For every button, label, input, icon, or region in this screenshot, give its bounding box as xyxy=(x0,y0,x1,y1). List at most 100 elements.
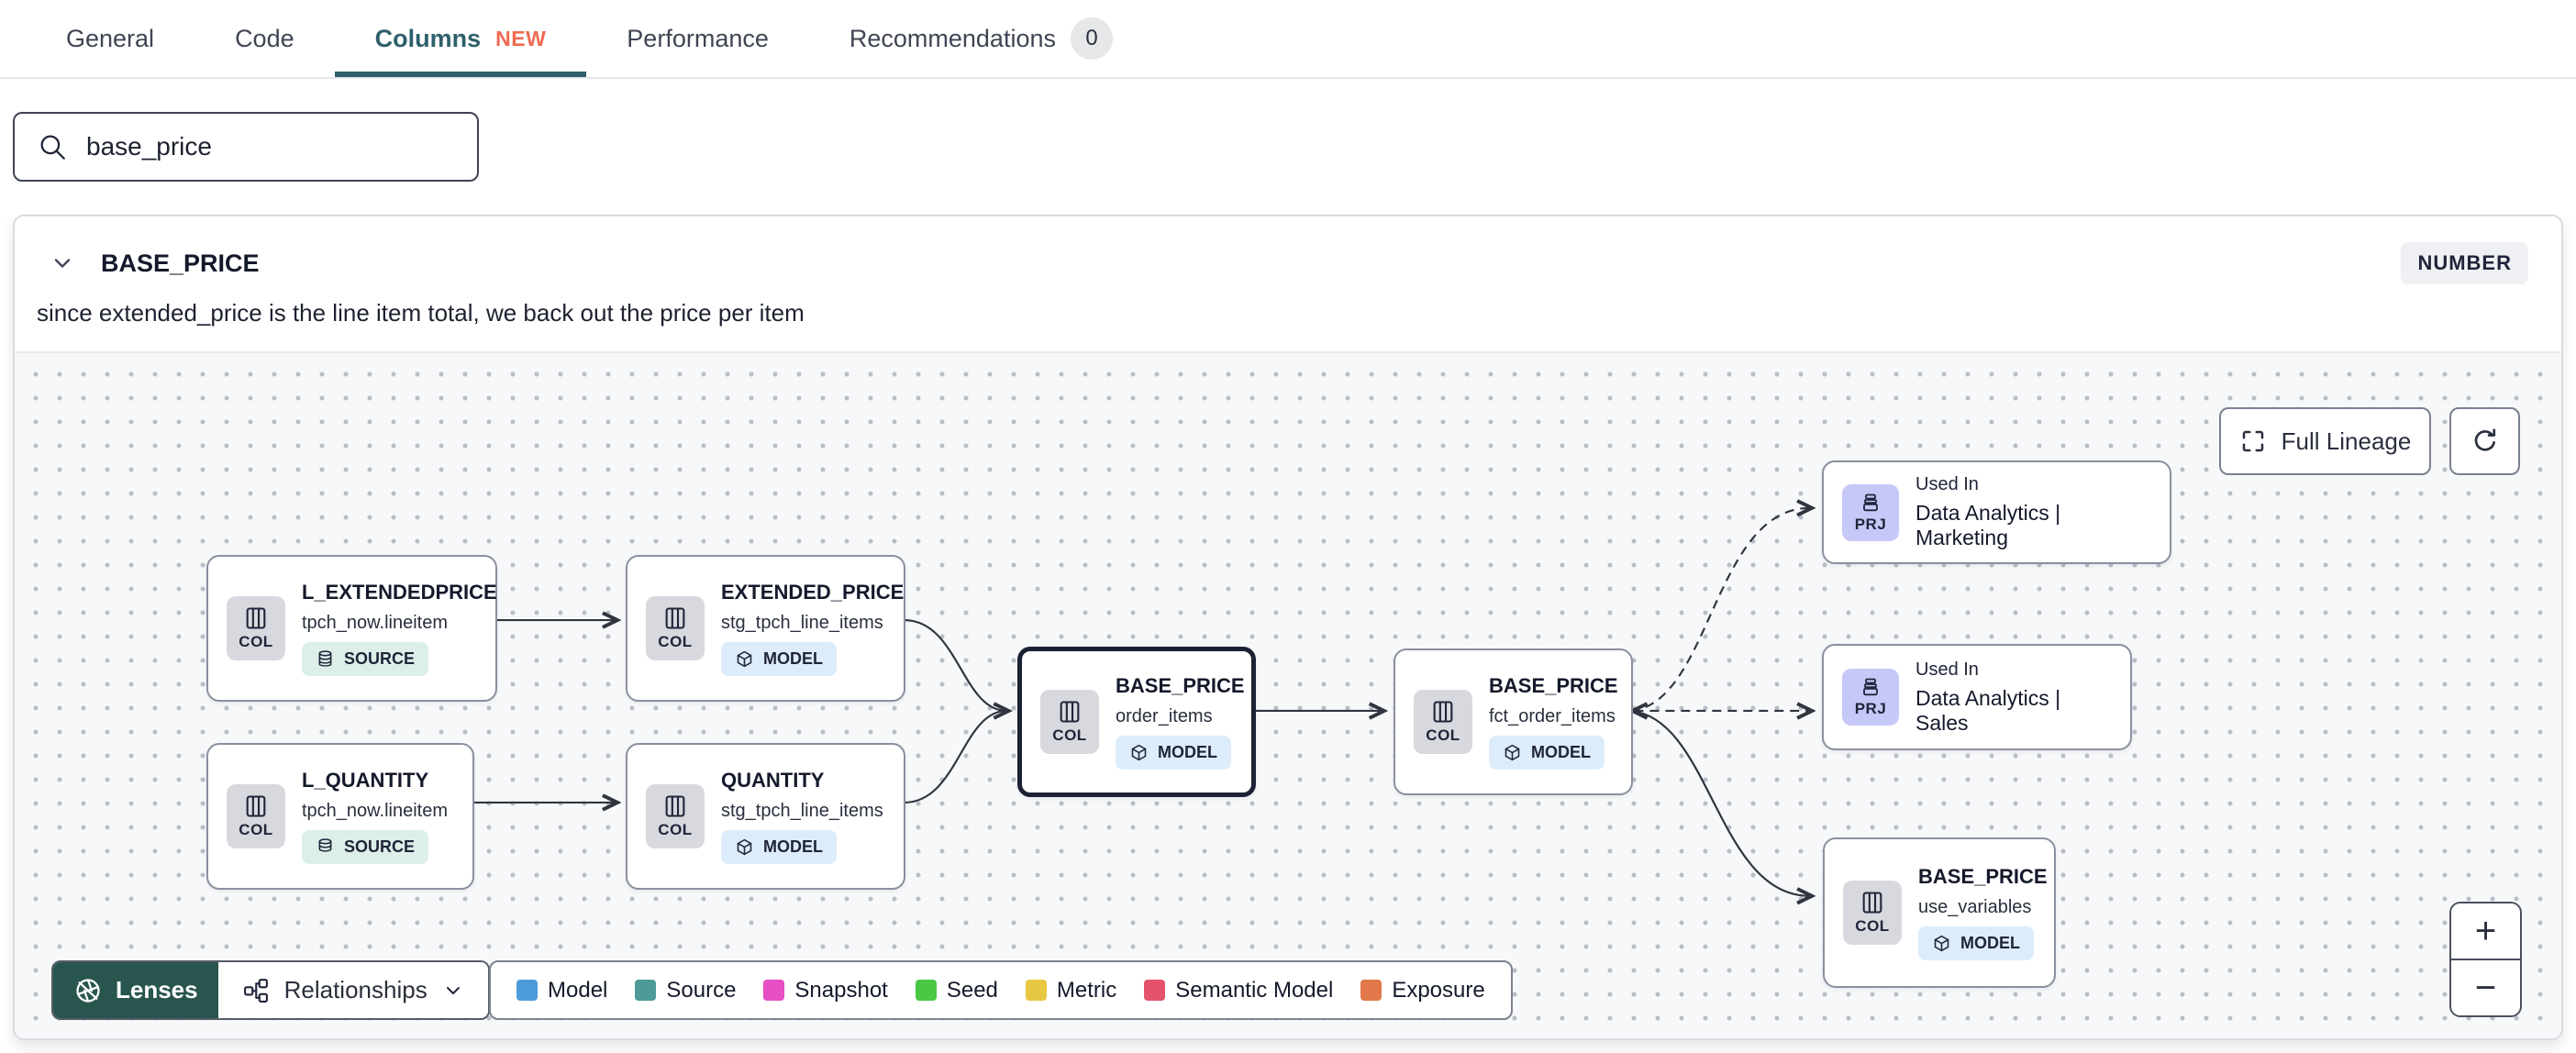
node-title: L_QUANTITY xyxy=(302,769,429,792)
cube-icon xyxy=(1934,935,1949,952)
legend-swatch xyxy=(1144,980,1166,1001)
tab-label: Performance xyxy=(627,24,769,52)
tab-label: Columns xyxy=(374,24,482,52)
tab-general[interactable]: General xyxy=(26,0,194,77)
database-icon xyxy=(318,650,332,667)
project-icon-badge: PRJ xyxy=(1842,669,1899,726)
legend-item-source: Source xyxy=(635,978,736,1003)
tab-recommendations[interactable]: Recommendations 0 xyxy=(809,0,1153,77)
columns-icon xyxy=(1862,892,1882,914)
column-name: BASE_PRICE xyxy=(101,249,260,277)
lineage-node-used-in-marketing[interactable]: PRJ Used In Data Analytics | Marketing xyxy=(1822,460,2171,564)
node-subtitle: use_variables xyxy=(1918,897,2032,917)
column-icon-badge: COL xyxy=(646,784,705,848)
tab-label: Code xyxy=(235,24,294,52)
node-subtitle: tpch_now.lineitem xyxy=(302,801,448,821)
node-subtitle: stg_tpch_line_items xyxy=(721,801,883,821)
lineage-canvas[interactable]: COL L_EXTENDEDPRICE tpch_now.lineitem SO… xyxy=(15,351,2561,1038)
full-lineage-button[interactable]: Full Lineage xyxy=(2219,407,2431,475)
legend-item-snapshot: Snapshot xyxy=(763,978,888,1003)
lineage-node-extended-price[interactable]: COL EXTENDED_PRICE stg_tpch_line_items M… xyxy=(626,555,905,702)
lineage-node-used-in-sales[interactable]: PRJ Used In Data Analytics | Sales xyxy=(1822,644,2132,750)
source-badge: SOURCE xyxy=(302,642,429,676)
search-box[interactable] xyxy=(13,112,479,182)
node-subtitle: stg_tpch_line_items xyxy=(721,613,883,633)
lenses-button[interactable]: Lenses xyxy=(53,962,218,1018)
lineage-legend: Model Source Snapshot Seed Metric Semant… xyxy=(489,960,1513,1020)
cube-icon xyxy=(737,650,752,668)
model-badge: MODEL xyxy=(721,642,837,676)
column-type-badge: NUMBER xyxy=(2401,242,2528,284)
columns-icon xyxy=(1060,701,1080,723)
refresh-icon xyxy=(2474,428,2495,451)
model-badge: MODEL xyxy=(721,830,837,864)
project-icon-badge: PRJ xyxy=(1842,483,1899,541)
count-badge: 0 xyxy=(1071,17,1113,60)
node-subtitle: tpch_now.lineitem xyxy=(302,613,448,633)
new-badge: NEW xyxy=(495,26,547,50)
edge-fct-usevariables xyxy=(1630,709,1810,896)
legend-item-seed: Seed xyxy=(915,978,998,1003)
node-subtitle: Data Analytics | Sales xyxy=(1915,685,2061,735)
columns-icon xyxy=(665,607,685,629)
project-stack-icon xyxy=(1863,493,1878,511)
node-title: EXTENDED_PRICE xyxy=(721,581,905,604)
edge-quantity-baseprice xyxy=(904,709,1007,804)
lineage-node-base-price-use-variables[interactable]: COL BASE_PRICE use_variables MODEL xyxy=(1823,837,2056,988)
node-title: Used In xyxy=(1915,659,1979,680)
search-input[interactable] xyxy=(86,132,455,161)
search-row xyxy=(0,79,2576,182)
tab-code[interactable]: Code xyxy=(194,0,335,77)
columns-icon xyxy=(1433,701,1453,723)
lineage-node-base-price-fct-order-items[interactable]: COL BASE_PRICE fct_order_items MODEL xyxy=(1393,648,1633,795)
tab-label: General xyxy=(66,24,155,52)
tab-label: Recommendations xyxy=(849,24,1056,52)
lineage-edges xyxy=(473,353,2561,1038)
legend-swatch xyxy=(763,980,785,1001)
column-icon-badge: COL xyxy=(646,596,705,660)
cube-icon xyxy=(1131,744,1147,761)
legend-swatch xyxy=(516,980,538,1001)
chevron-down-icon[interactable] xyxy=(50,250,75,276)
legend-swatch xyxy=(635,980,657,1001)
lineage-node-quantity[interactable]: COL QUANTITY stg_tpch_line_items MODEL xyxy=(626,743,905,890)
zoom-in-button[interactable]: + xyxy=(2451,903,2520,960)
node-title: BASE_PRICE xyxy=(1116,674,1245,697)
column-details-panel: BASE_PRICE NUMBER since extended_price i… xyxy=(13,215,2563,1040)
relationships-dropdown[interactable]: Relationships xyxy=(217,962,488,1018)
project-stack-icon xyxy=(1863,678,1878,696)
node-subtitle: Data Analytics | Marketing xyxy=(1915,501,2061,549)
refresh-button[interactable] xyxy=(2449,407,2520,475)
node-title: BASE_PRICE xyxy=(1489,674,1618,697)
model-badge: MODEL xyxy=(1918,926,2034,960)
column-icon-badge: COL xyxy=(1843,881,1902,945)
chevron-down-icon xyxy=(446,986,460,994)
database-icon xyxy=(318,838,332,852)
legend-swatch xyxy=(1025,980,1047,1001)
aperture-icon xyxy=(76,978,100,1003)
tab-columns[interactable]: Columns NEW xyxy=(334,0,587,77)
cube-icon xyxy=(1505,744,1520,761)
column-description: since extended_price is the line item to… xyxy=(37,299,805,327)
node-title: L_EXTENDEDPRICE xyxy=(302,581,497,604)
lineage-node-l-extendedprice[interactable]: COL L_EXTENDEDPRICE tpch_now.lineitem SO… xyxy=(206,555,497,702)
source-badge: SOURCE xyxy=(302,830,429,864)
zoom-out-button[interactable]: − xyxy=(2451,960,2520,1015)
lineage-node-l-quantity[interactable]: COL L_QUANTITY tpch_now.lineitem SOURCE xyxy=(206,743,474,890)
node-subtitle: fct_order_items xyxy=(1489,706,1616,726)
search-icon xyxy=(40,135,65,160)
node-title: Used In xyxy=(1915,474,1979,494)
legend-item-exposure: Exposure xyxy=(1360,978,1485,1003)
column-icon-badge: COL xyxy=(1414,690,1472,754)
columns-icon xyxy=(246,795,266,817)
legend-item-semantic-model: Semantic Model xyxy=(1144,978,1333,1003)
column-icon-badge: COL xyxy=(1040,690,1099,754)
tab-bar: General Code Columns NEW Performance Rec… xyxy=(0,0,2576,79)
lineage-node-base-price-order-items[interactable]: COL BASE_PRICE order_items MODEL xyxy=(1017,647,1256,797)
column-icon-badge: COL xyxy=(227,596,285,660)
tab-performance[interactable]: Performance xyxy=(586,0,809,77)
legend-item-metric: Metric xyxy=(1025,978,1116,1003)
edge-extendedprice-baseprice xyxy=(904,618,1007,711)
column-icon-badge: COL xyxy=(227,784,285,848)
legend-swatch xyxy=(915,980,937,1001)
